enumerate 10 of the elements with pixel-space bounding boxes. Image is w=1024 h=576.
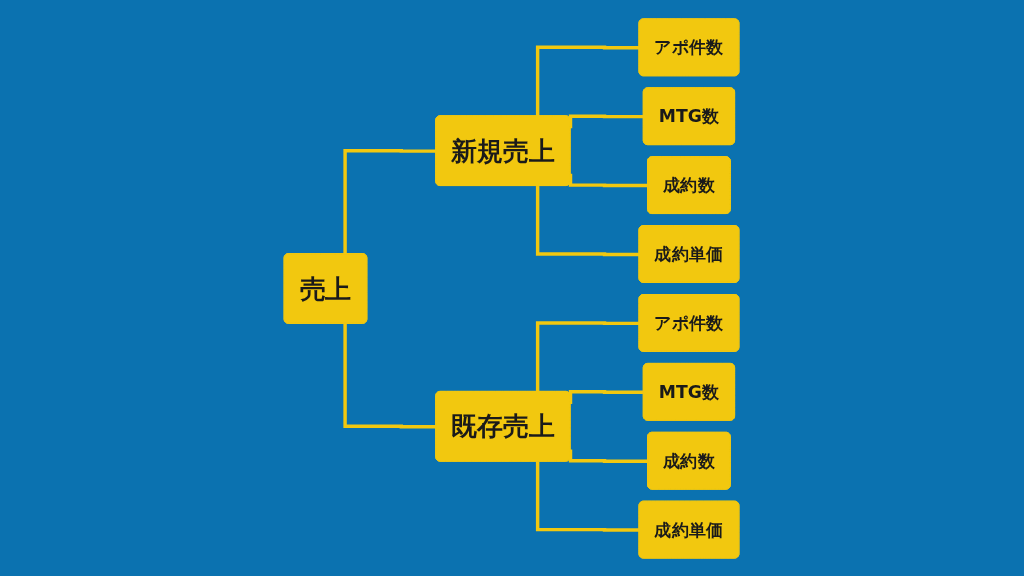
connector [343,148,437,254]
connector [536,45,640,116]
connector [536,461,640,532]
connector [569,114,645,128]
connector [536,320,640,392]
connector [569,389,645,404]
connector [569,173,649,187]
connector [536,185,640,256]
connector [343,323,437,428]
connector [569,449,649,463]
